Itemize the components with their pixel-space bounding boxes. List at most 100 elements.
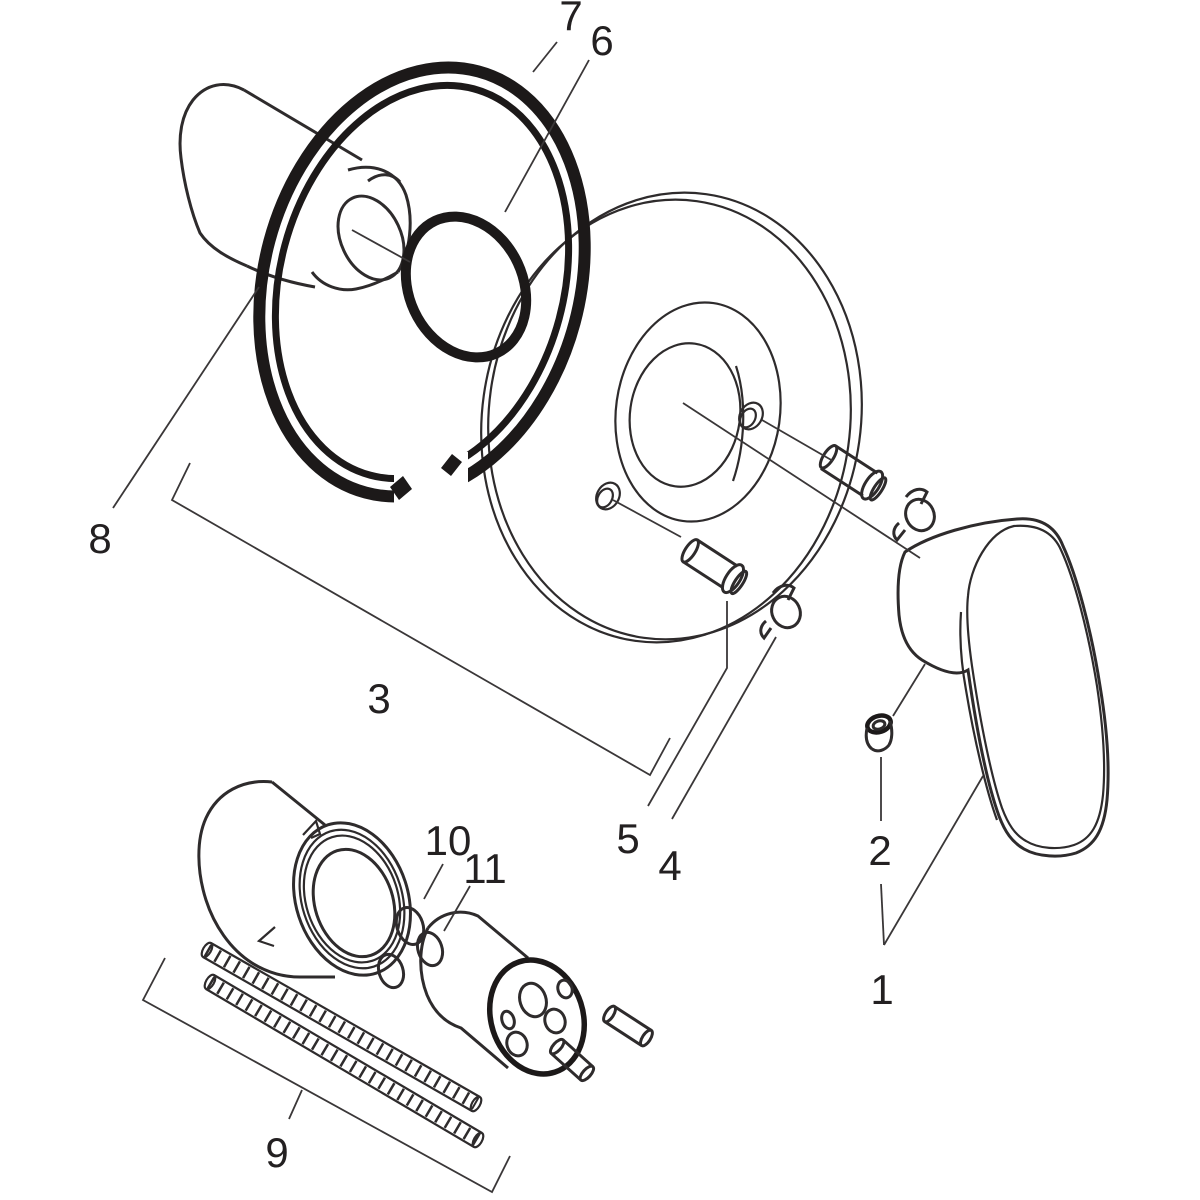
cap-tab-bottom xyxy=(892,521,907,543)
leader-hole-to-screw-bottom xyxy=(612,499,682,538)
sleeve xyxy=(178,83,412,292)
leader-6 xyxy=(504,59,590,213)
plate-raised-ring xyxy=(614,301,782,523)
screw-hole-bottom-left xyxy=(595,481,621,511)
leader-sleeve-groove xyxy=(351,229,411,263)
screw-hole-top-right-bore xyxy=(739,407,757,429)
handle-cap-2 xyxy=(864,713,894,753)
bush-rim xyxy=(865,713,893,735)
callout-labels: 1 2 3 4 5 6 7 8 9 10 11 xyxy=(88,0,893,1176)
seal-ring-7 xyxy=(253,61,591,504)
bush-bore xyxy=(871,719,887,731)
pin-end xyxy=(639,1028,654,1048)
screw-head-face xyxy=(868,476,888,502)
callout-label-8: 8 xyxy=(88,515,111,562)
callout-label-1: 1 xyxy=(870,966,893,1013)
handle xyxy=(896,517,1110,858)
cup-rim-thread-3 xyxy=(302,834,402,964)
seal-ring-end-right xyxy=(441,454,462,476)
axis-line-handle xyxy=(682,402,921,559)
leader-8 xyxy=(112,286,260,509)
screw-body xyxy=(682,538,739,590)
cup-back-outline xyxy=(197,780,335,979)
housing-cup xyxy=(197,780,412,979)
sleeve-dome-arc xyxy=(367,173,402,184)
cartridge-hole-bottom xyxy=(505,1030,529,1058)
cartridge-face xyxy=(486,957,588,1077)
screw-head xyxy=(860,469,885,501)
o-ring-6 xyxy=(400,211,532,363)
cover-cap-top xyxy=(892,487,936,543)
screw-end xyxy=(680,538,700,564)
cup-top-edge xyxy=(271,780,326,827)
leader-2-to-handle xyxy=(892,663,926,717)
rotate-arrow-bottom xyxy=(256,926,276,948)
leader-11 xyxy=(443,885,471,932)
pin-small-near xyxy=(548,1037,596,1083)
plate-outline xyxy=(487,191,863,641)
seal-ring-outer-band xyxy=(253,61,591,503)
rod-outline xyxy=(202,942,481,1112)
cover-cap-bottom xyxy=(759,583,802,641)
pin-end xyxy=(548,1037,566,1056)
rod-end-left xyxy=(203,973,217,991)
handle-outline xyxy=(896,517,1110,858)
callout-label-6: 6 xyxy=(590,17,613,64)
rod-end-right xyxy=(469,1095,483,1113)
o-ring-small xyxy=(376,952,406,990)
bracket-9 xyxy=(141,957,511,1194)
leader-1-stub xyxy=(880,883,885,946)
screw-pin-bottom xyxy=(680,538,749,596)
cup-rim-thread-2 xyxy=(298,828,406,970)
callout-label-3: 3 xyxy=(367,675,390,722)
sleeve-back-outline xyxy=(178,83,248,268)
pin-small-far xyxy=(602,1004,654,1048)
rod-outline xyxy=(205,974,483,1148)
rod-end-right xyxy=(471,1131,485,1149)
cup-rim-thread-1 xyxy=(292,821,412,977)
leader-4 xyxy=(671,636,777,820)
callout-label-10: 10 xyxy=(425,817,472,864)
rod-threads xyxy=(203,944,480,1110)
rod-end-left xyxy=(200,941,214,959)
o-ring-10 xyxy=(394,905,426,947)
o-ring-11 xyxy=(415,930,445,968)
pin-end xyxy=(578,1064,596,1083)
cap-tab-bottom xyxy=(759,619,773,641)
callout-label-5: 5 xyxy=(616,815,639,862)
cap-head xyxy=(770,594,802,630)
screw-head xyxy=(720,563,745,595)
cartridge-hole-right xyxy=(543,1007,567,1035)
leader-5 xyxy=(647,601,728,807)
leader-10 xyxy=(423,863,444,900)
cartridge xyxy=(419,910,588,1077)
threaded-rod-bottom xyxy=(203,973,485,1149)
bracket-3 xyxy=(170,462,671,777)
callout-label-11: 11 xyxy=(463,845,507,892)
leader-hole-to-screw-top xyxy=(761,419,834,462)
callout-label-2: 2 xyxy=(868,827,891,874)
screw-body xyxy=(820,444,879,497)
cartridge-back-outline xyxy=(419,927,509,1070)
escutcheon-plate xyxy=(480,191,863,644)
pin-body xyxy=(550,1038,594,1082)
plate-back-edge xyxy=(480,198,852,644)
pin-end xyxy=(602,1004,617,1024)
rotate-arrow-top xyxy=(302,818,322,840)
cartridge-hole-center xyxy=(518,981,548,1019)
handle-face xyxy=(966,524,1106,850)
screw-end xyxy=(818,444,839,470)
callout-label-9: 9 xyxy=(265,1129,288,1176)
callout-label-4: 4 xyxy=(658,842,681,889)
leader-lines xyxy=(112,41,984,1194)
bracket-9-stub xyxy=(288,1089,303,1120)
screw-pin-top xyxy=(818,444,888,502)
cap-head xyxy=(904,497,936,533)
leader-1 xyxy=(883,775,984,946)
rod-threads xyxy=(206,976,482,1146)
plate-hole-depth-line xyxy=(731,365,745,482)
handle-edge-highlight xyxy=(959,611,999,821)
sleeve-opening xyxy=(336,194,406,282)
